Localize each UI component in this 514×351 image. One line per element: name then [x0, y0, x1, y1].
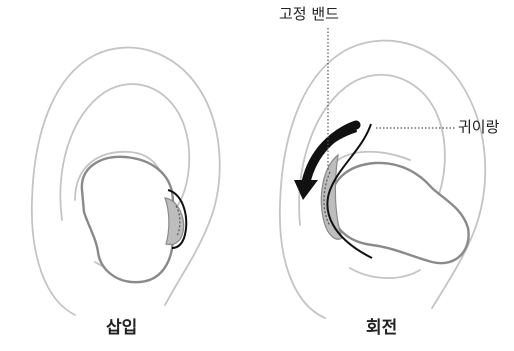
right-ear-lobe-curve	[349, 267, 421, 279]
left-band-edge	[167, 189, 188, 249]
stability-band-label: 고정 밴드	[279, 5, 339, 23]
right-earbud-body	[328, 161, 470, 265]
right-band-edge	[326, 123, 373, 259]
right-ear-outline	[278, 39, 487, 319]
right-stability-band	[320, 153, 343, 240]
insert-panel	[30, 46, 221, 316]
rotation-arrow-head	[294, 180, 318, 200]
rotation-arrow-shaft	[301, 120, 361, 187]
right-ear-concha	[337, 150, 411, 161]
rotate-panel	[278, 28, 487, 319]
right-eartip-dash	[323, 171, 331, 227]
left-ear-outline	[30, 46, 221, 316]
ear-tip-label: 귀이랑	[458, 118, 500, 136]
right-ear-inner-fold	[298, 74, 446, 226]
left-eartip-dash	[175, 205, 181, 237]
insert-step-caption: 삽입	[106, 318, 138, 338]
left-stability-band	[164, 197, 185, 246]
rotate-step-caption: 회전	[366, 318, 398, 338]
left-ear-inner-fold	[59, 83, 191, 221]
